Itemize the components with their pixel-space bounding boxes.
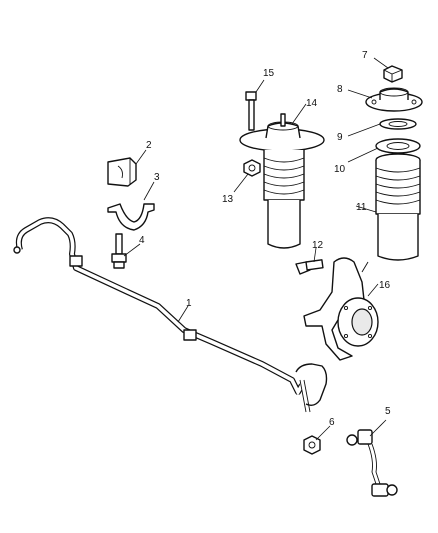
strut-top-nut [383, 65, 403, 83]
strut-assembly [239, 113, 325, 249]
stabilizer-bar [13, 217, 328, 413]
strut-mount [365, 87, 423, 112]
callout-14: 14 [306, 98, 318, 109]
callout-4: 4 [139, 235, 145, 246]
steering-knuckle [303, 257, 379, 361]
callout-3: 3 [154, 172, 160, 183]
spring-seat [375, 138, 421, 154]
strut-bearing [379, 118, 417, 130]
strut-nut [243, 159, 261, 177]
callout-11: 11 [356, 202, 367, 213]
callout-10: 10 [334, 164, 346, 175]
leader-lines [123, 57, 389, 441]
callout-1: 1 [186, 298, 192, 309]
link-nut [303, 435, 321, 455]
callout-7: 7 [362, 50, 368, 61]
strut-bolt [245, 91, 257, 131]
callout-2: 2 [146, 140, 152, 151]
dust-boot [375, 153, 421, 261]
callout-6: 6 [329, 417, 335, 428]
callout-15: 15 [263, 68, 275, 79]
bushing-bracket [107, 203, 155, 231]
callout-13: 13 [222, 194, 234, 205]
callout-8: 8 [337, 84, 343, 95]
callout-12: 12 [312, 240, 324, 251]
callout-16: 16 [379, 280, 391, 291]
stabilizer-link [346, 429, 398, 497]
callout-9: 9 [337, 132, 343, 143]
bracket-bolt [111, 233, 127, 269]
knuckle-bolt [295, 259, 324, 275]
callout-labels: 1 2 3 4 5 6 7 8 9 10 11 12 13 14 15 16 [139, 50, 391, 428]
stabilizer-bushing [107, 157, 137, 187]
callout-5: 5 [385, 406, 391, 417]
